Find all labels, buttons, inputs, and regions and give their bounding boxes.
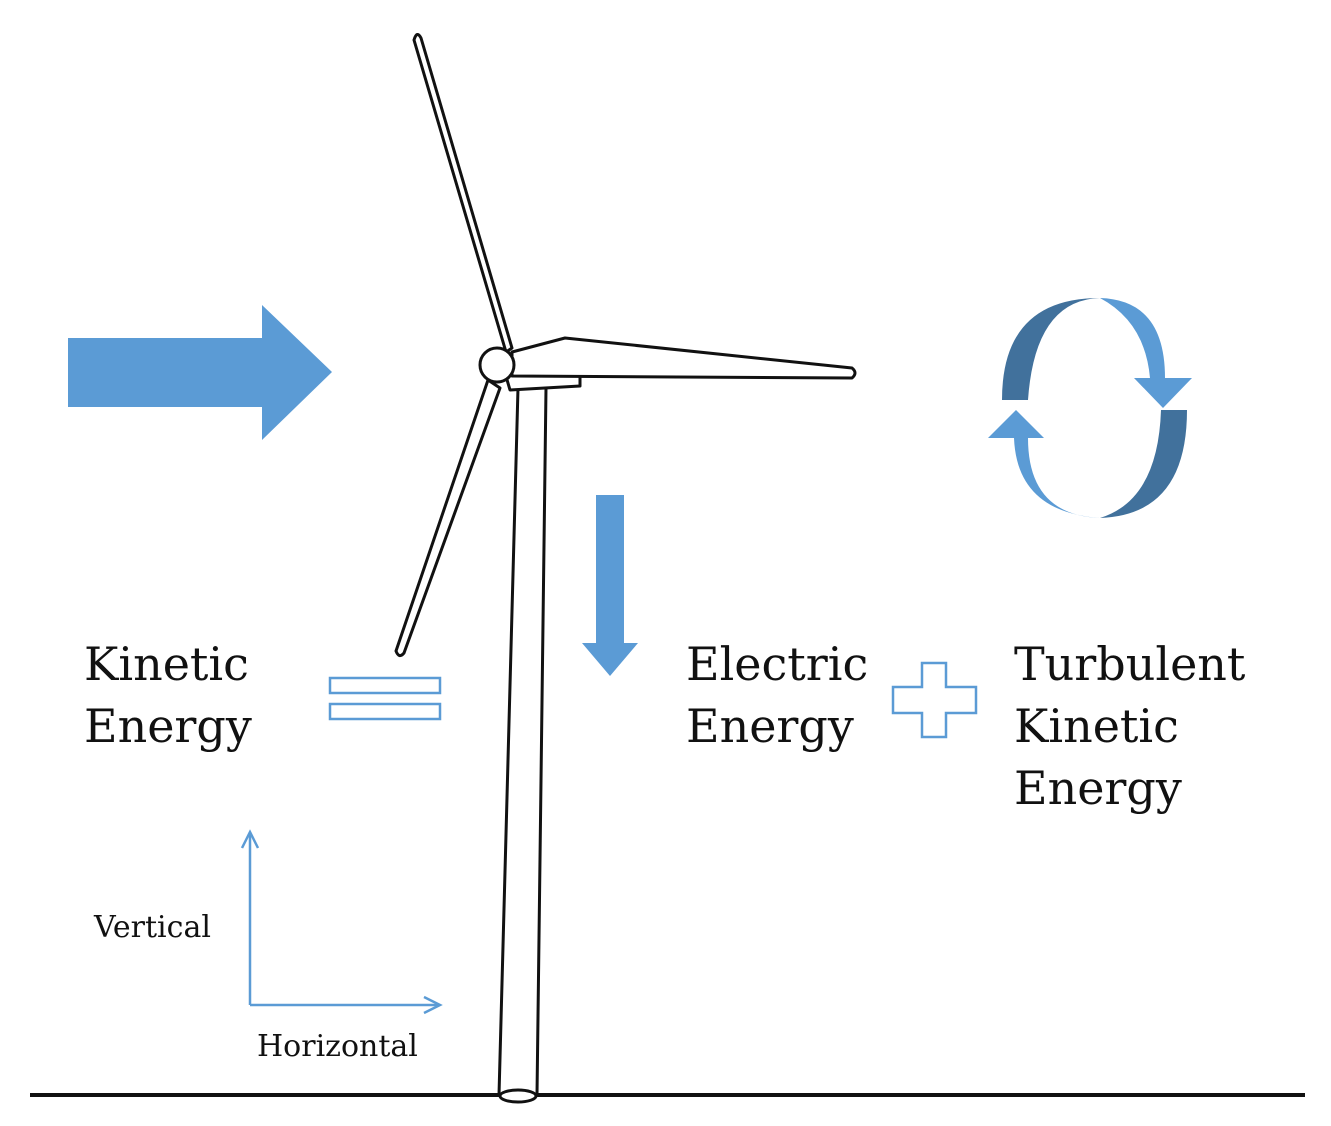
vertical-axis-label: Vertical xyxy=(94,910,211,945)
turbine-tower xyxy=(497,386,548,1097)
plus-icon xyxy=(891,661,978,739)
tower-base xyxy=(498,1088,538,1104)
kinetic-energy-line2: Energy xyxy=(84,699,252,753)
turbine-hub xyxy=(478,346,516,384)
turbine-blade-up xyxy=(412,33,514,354)
equals-icon xyxy=(328,676,442,721)
turbulent-kinetic-energy-label: Turbulent Kinetic Energy xyxy=(1014,633,1245,819)
kinetic-energy-line1: Kinetic xyxy=(84,637,249,691)
wind-turbine-icon xyxy=(394,33,857,1104)
horizontal-axis-label: Horizontal xyxy=(257,1029,418,1064)
tke-line3: Energy xyxy=(1014,761,1182,815)
extraction-down-arrow-icon xyxy=(582,495,638,676)
axes-indicator xyxy=(240,829,443,1015)
tke-line2: Kinetic xyxy=(1014,699,1179,753)
electric-energy-line2: Energy xyxy=(686,699,854,753)
turbine-blade-down xyxy=(394,378,502,658)
kinetic-energy-label: Kinetic Energy xyxy=(84,633,252,757)
turbulence-cycle-icon xyxy=(988,298,1192,518)
incoming-wind-arrow-icon xyxy=(68,305,332,440)
electric-energy-label: Electric Energy xyxy=(686,633,868,757)
tke-line1: Turbulent xyxy=(1014,637,1246,691)
electric-energy-line1: Electric xyxy=(686,637,869,691)
turbine-blade-horizontal xyxy=(510,336,857,380)
